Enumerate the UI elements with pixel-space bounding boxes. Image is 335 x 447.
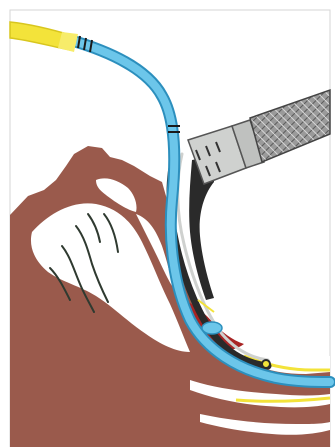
tube-cuff <box>202 322 222 334</box>
blade-tip-light <box>262 360 270 368</box>
